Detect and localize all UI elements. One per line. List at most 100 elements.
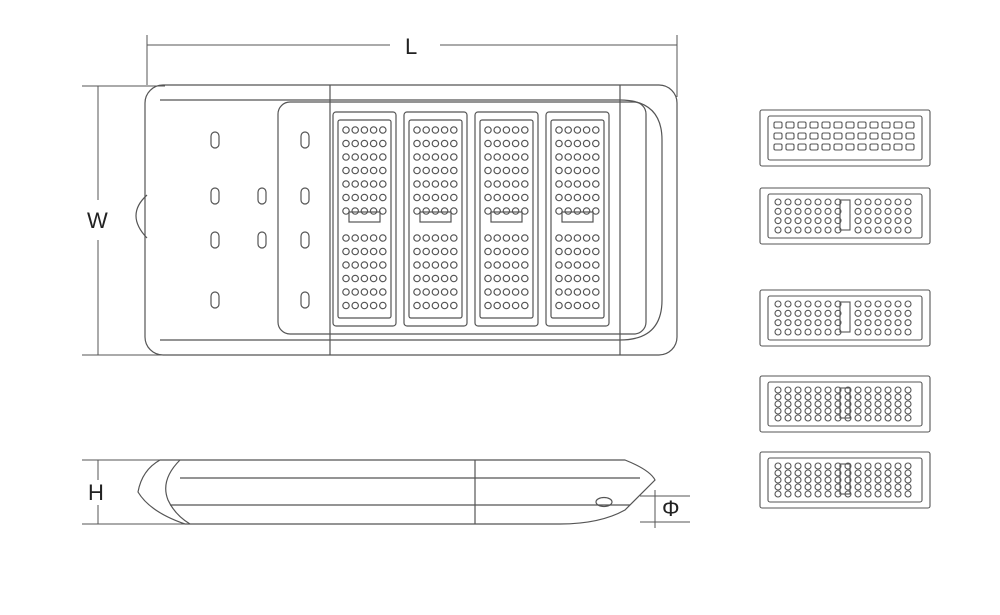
module-lens-panel: [408, 119, 463, 319]
led-lens: [784, 393, 792, 401]
led-lens: [591, 261, 600, 269]
led-lens: [804, 407, 812, 415]
module-variant: [759, 187, 931, 245]
led-lens: [844, 462, 852, 470]
led-lens: [413, 301, 421, 310]
led-lens: [774, 490, 782, 498]
led-lens: [834, 309, 842, 317]
variant-inner-panel: [767, 381, 923, 427]
led-lens: [864, 207, 872, 215]
led-lens: [814, 490, 822, 498]
led-lens: [431, 247, 440, 256]
led-lens: [360, 261, 369, 269]
led-lens: [342, 301, 350, 310]
led-module: [403, 111, 468, 327]
led-lens: [449, 261, 458, 269]
led-lens: [834, 217, 842, 225]
led-lens: [520, 139, 529, 148]
led-lens: [440, 261, 449, 269]
led-lens: [874, 407, 882, 415]
led-lens: [884, 319, 892, 327]
led-lens: [351, 180, 360, 188]
led-lens: [874, 226, 882, 234]
led-lens: [582, 193, 591, 202]
led-lens: [834, 400, 842, 408]
led-lens: [484, 301, 492, 310]
led-lens: [814, 469, 822, 477]
led-lens: [493, 207, 502, 215]
led-lens: [342, 247, 350, 256]
led-lens: [894, 476, 902, 484]
led-lens: [520, 234, 529, 242]
led-lens: [502, 207, 511, 215]
led-lens: [784, 414, 792, 422]
led-lens: [360, 139, 369, 148]
led-chip: [797, 132, 807, 140]
led-lens: [591, 234, 600, 242]
led-lens: [824, 226, 832, 234]
led-lens: [874, 319, 882, 327]
led-lens: [573, 180, 582, 188]
led-lens: [369, 126, 378, 134]
led-lens: [360, 234, 369, 242]
led-lens: [413, 180, 421, 188]
led-lens: [564, 139, 573, 148]
led-lens: [864, 328, 872, 336]
led-lens: [484, 139, 492, 148]
led-lens: [774, 407, 782, 415]
housing-inner-edge: [160, 99, 663, 341]
led-lens: [884, 476, 892, 484]
led-chip: [785, 132, 795, 140]
led-lens: [814, 226, 822, 234]
led-lens: [573, 274, 582, 283]
driver-plate: [839, 387, 851, 419]
led-lens: [814, 407, 822, 415]
led-lens: [493, 247, 502, 256]
led-lens: [834, 300, 842, 308]
vent-slot: [300, 187, 310, 205]
ventilation-slots: [210, 131, 310, 309]
led-lens: [864, 400, 872, 408]
led-lens: [413, 139, 421, 148]
led-lens: [591, 274, 600, 283]
variant-inner-panel: [767, 457, 923, 503]
led-lens: [814, 400, 822, 408]
led-lens: [874, 414, 882, 422]
led-lens: [493, 126, 502, 134]
led-lens: [360, 193, 369, 202]
led-lens: [864, 198, 872, 206]
led-lens: [449, 274, 458, 283]
led-lens: [904, 300, 912, 308]
led-lens: [422, 193, 431, 202]
led-chip: [881, 132, 891, 140]
led-lens: [369, 166, 378, 175]
led-lens: [894, 207, 902, 215]
led-lens: [844, 483, 852, 491]
led-lens: [894, 300, 902, 308]
led-lens: [573, 126, 582, 134]
led-lens: [378, 207, 387, 215]
led-lens: [502, 261, 511, 269]
led-lens: [431, 180, 440, 188]
module-lens-panel: [479, 119, 534, 319]
led-lens: [369, 288, 378, 296]
led-lens: [493, 139, 502, 148]
led-lens: [520, 180, 529, 188]
led-lens: [804, 207, 812, 215]
led-chip: [893, 143, 903, 151]
led-lens: [342, 166, 350, 175]
led-lens: [582, 139, 591, 148]
led-lens: [784, 483, 792, 491]
mount-hole: [595, 496, 613, 508]
led-lens: [804, 414, 812, 422]
led-lens: [874, 300, 882, 308]
led-chip: [821, 132, 831, 140]
led-lens: [884, 226, 892, 234]
led-lens: [784, 328, 792, 336]
led-chip: [857, 143, 867, 151]
led-lens: [440, 166, 449, 175]
led-lens: [555, 166, 563, 175]
led-lens: [378, 301, 387, 310]
led-lens: [511, 139, 520, 148]
led-lens: [520, 261, 529, 269]
